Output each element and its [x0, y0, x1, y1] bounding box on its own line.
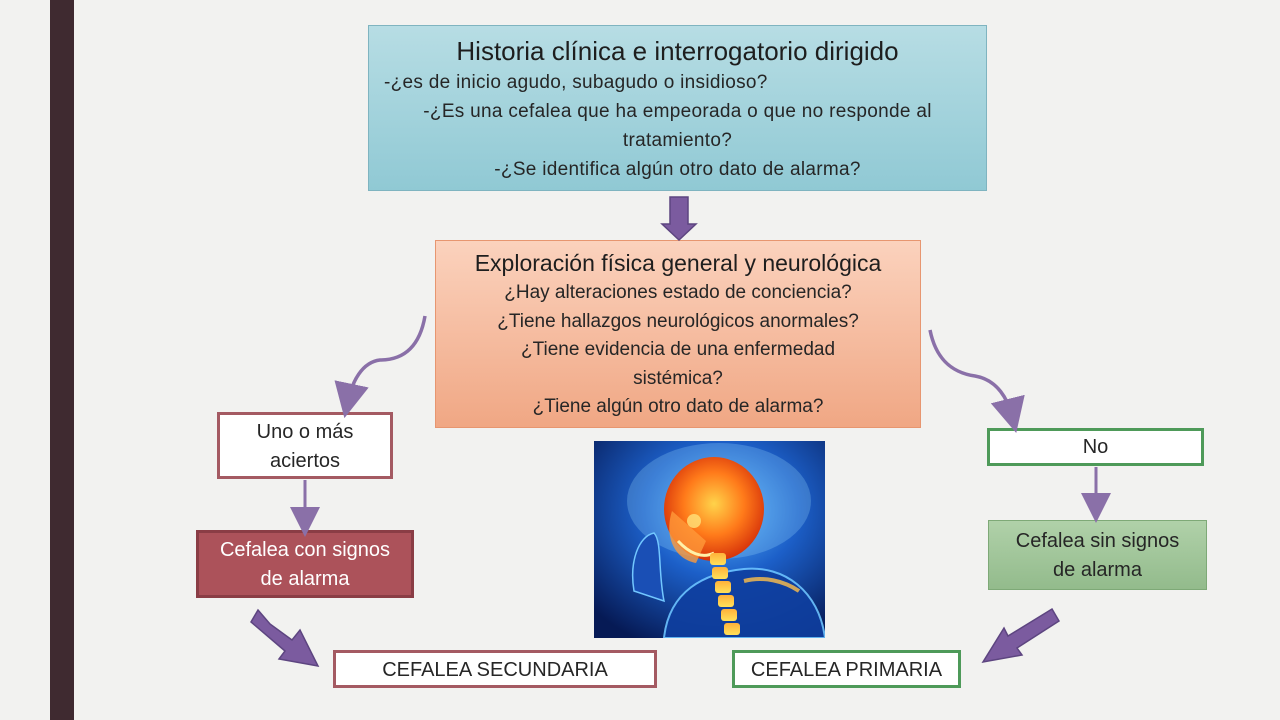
no-label: No [1082, 436, 1109, 458]
cefalea-sin-signos-box: Cefalea sin signos de alarma [988, 520, 1207, 590]
uno-line-1: Uno o más [256, 421, 354, 443]
no-box: No [987, 428, 1204, 466]
exploracion-question-3a: ¿Tiene evidencia de una enfermedad [520, 339, 836, 360]
left-accent-bar [50, 0, 74, 720]
cefalea-secundaria-box: CEFALEA SECUNDARIA [333, 650, 657, 688]
historia-clinica-box: Historia clínica e interrogatorio dirigi… [368, 25, 987, 191]
sin-signos-line-2: de alarma [1053, 559, 1142, 581]
exploracion-question-4: ¿Tiene algún otro dato de alarma? [532, 396, 824, 417]
historia-title: Historia clínica e interrogatorio dirigi… [456, 36, 899, 66]
exploracion-box: Exploración física general y neurológica… [435, 240, 921, 428]
historia-question-2b: tratamiento? [622, 130, 733, 151]
curved-arrow-right [928, 329, 1025, 433]
exploracion-question-3b: sistémica? [633, 367, 723, 389]
con-signos-line-2: de alarma [260, 568, 350, 590]
exploracion-question-2: ¿Tiene hallazgos neurológicos anormales? [497, 310, 859, 332]
cefalea-secundaria-label: CEFALEA SECUNDARIA [382, 659, 608, 681]
sin-signos-line-1: Cefalea sin signos [1015, 530, 1180, 552]
historia-question-3: -¿Se identifica algún otro dato de alarm… [494, 159, 861, 180]
headache-illustration-icon [594, 441, 825, 638]
uno-line-2: aciertos [269, 450, 341, 472]
cefalea-primaria-box: CEFALEA PRIMARIA [732, 650, 961, 688]
historia-question-2a: -¿Es una cefalea que ha empeorada o que … [423, 101, 932, 122]
exploracion-title: Exploración física general y neurológica [474, 250, 882, 276]
con-signos-line-1: Cefalea con signos [219, 539, 391, 561]
uno-o-mas-aciertos-box: Uno o más aciertos [217, 412, 393, 479]
diagonal-arrow-to-secundaria [250, 608, 320, 668]
exploracion-question-1: ¿Hay alteraciones estado de conciencia? [504, 282, 852, 303]
historia-question-1: -¿es de inicio agudo, subagudo o insidio… [384, 72, 768, 93]
curved-arrow-left [334, 315, 427, 419]
diagonal-arrow-to-primaria [981, 607, 1061, 664]
down-arrow [660, 196, 698, 242]
cefalea-primaria-label: CEFALEA PRIMARIA [750, 659, 943, 681]
